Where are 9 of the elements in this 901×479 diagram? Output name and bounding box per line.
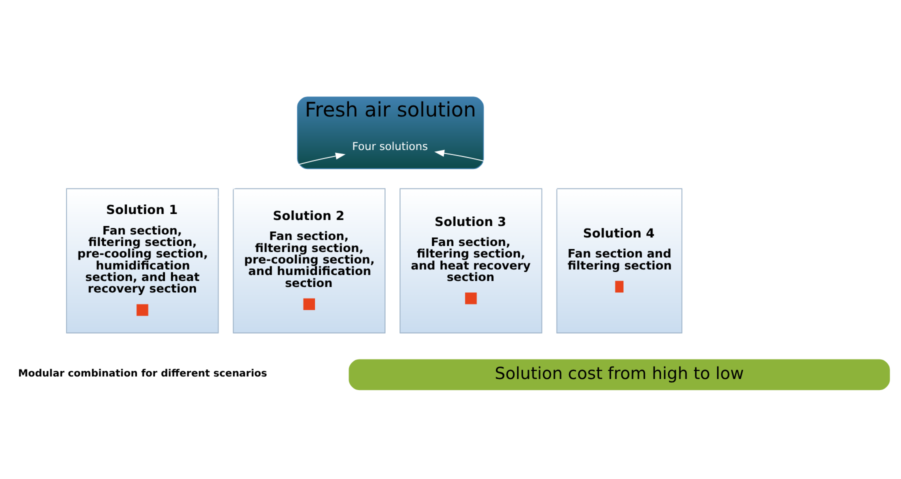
arrow: [434, 149, 558, 189]
node-box: Solution cost from high to low: [348, 358, 890, 390]
node-box: Solution 2 Fan section, filtering section, pre-cooling section, and humidification section: [232, 188, 386, 333]
node-text: Four solutions: [352, 139, 428, 152]
label: Modular combination for different scenarios: [18, 368, 268, 379]
node-box: Solution 4 Fan section and filtering section: [556, 188, 682, 333]
node-box: Solution 1 Fan section, filtering section, pre-cooling section, humidification section, and heat recovery section: [66, 188, 219, 333]
arrow: [218, 152, 346, 198]
node-box: Solution 3 Fan section, filtering section, and heat recovery section: [400, 188, 542, 333]
